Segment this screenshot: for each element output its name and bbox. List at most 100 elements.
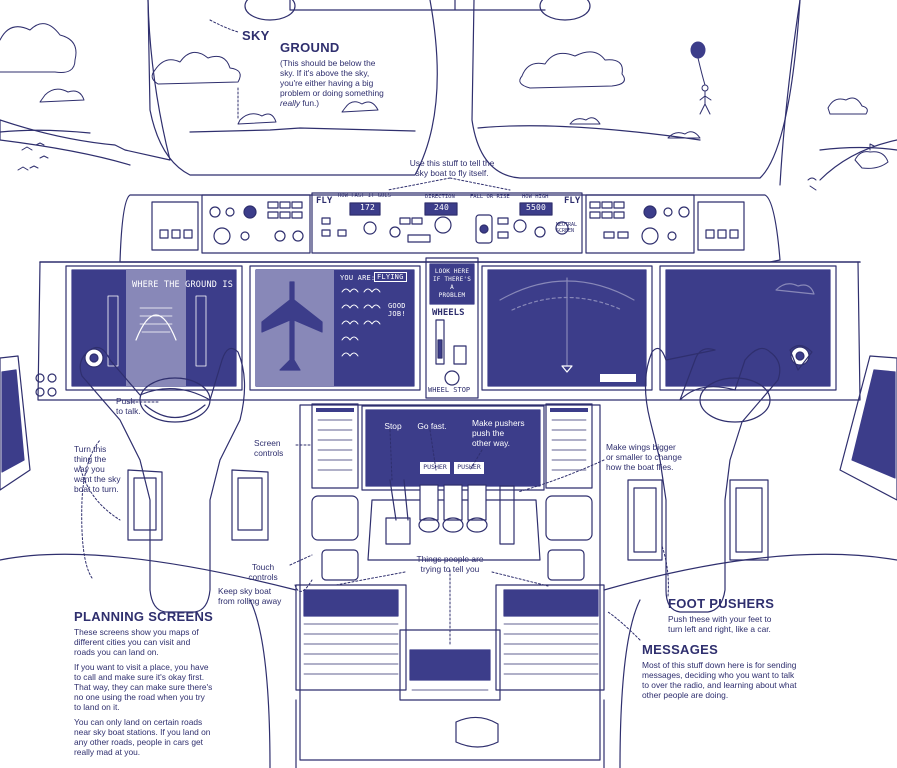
- far-right-display: [665, 269, 831, 387]
- control-display-units: [295, 584, 605, 768]
- foot-pushers-line: turn left and right, like a car.: [668, 624, 771, 634]
- how-high-value: 5500: [526, 203, 547, 212]
- messages-heading: MESSAGES: [642, 642, 719, 657]
- things-people-label: Things people are trying to tell you: [400, 554, 500, 574]
- ground-note-tail: fun.): [300, 98, 320, 108]
- clouds: [0, 23, 889, 169]
- things-people-line: trying to tell you: [420, 564, 480, 574]
- left-display-text: WHERE THE GROUND IS: [132, 280, 234, 290]
- messages-line: Most of this stuff down here is for send…: [642, 660, 797, 670]
- make-pushers-label: Make pushers push the other way.: [472, 418, 542, 448]
- warning-line: LOOK HERE: [434, 268, 470, 275]
- planning-paragraph: If you want to visit a place, you have t…: [74, 662, 264, 712]
- touch-controls-line: Touch: [251, 562, 275, 572]
- how-high-label: HOW HIGH: [522, 194, 549, 200]
- go-fast-label: Go fast.: [417, 421, 447, 431]
- how-fast-value: 172: [360, 203, 376, 212]
- ground-note-line: you're either having a big: [280, 78, 374, 88]
- planning-line: to call and make sure it's okay first.: [74, 672, 205, 682]
- screen-controls-line: controls: [254, 448, 284, 458]
- fly-right-label: FLY: [564, 196, 581, 206]
- side-consoles: [0, 553, 897, 768]
- push-to-talk-line: Push: [116, 396, 136, 406]
- keep-sky-boat-line: Keep sky boat: [218, 586, 272, 596]
- pusher-left-label: PUSHER: [423, 463, 447, 471]
- keep-sky-boat-line: from rolling away: [218, 596, 282, 606]
- right-multifunction-display: [487, 269, 647, 387]
- planning-paragraph: These screens show you maps of different…: [74, 627, 264, 657]
- turn-this-line: want the sky: [74, 474, 121, 484]
- direction-value: 240: [434, 203, 450, 212]
- autopilot-caption-line: Use this stuff to tell the: [409, 158, 495, 168]
- ground-note-line: problem or doing something: [280, 88, 384, 98]
- how-fast-label: HOW FAST IT GOES: [338, 193, 391, 199]
- foot-pushers-line: Push these with your feet to: [668, 614, 772, 624]
- warning-line: PROBLEM: [438, 292, 466, 299]
- push-to-talk-label: Push to talk.: [116, 396, 141, 416]
- touch-controls-label: Touch controls: [240, 562, 286, 582]
- stop-label: Stop: [384, 421, 402, 431]
- fall-or-rise-label: FALL OR RISE: [470, 194, 510, 200]
- nav-status: FLYING: [374, 272, 407, 282]
- turn-this-line: boat to turn.: [74, 484, 119, 494]
- foot-pushers-text: Push these with your feet to turn left a…: [668, 614, 848, 634]
- touch-controls-line: controls: [248, 572, 278, 582]
- planning-paragraph: You can only land on certain roads near …: [74, 717, 264, 757]
- turn-this-line: thing the: [74, 454, 107, 464]
- neutral-screen-label: NEUTRAL SCREEN: [556, 222, 578, 234]
- autopilot-caption-line: sky boat to fly itself.: [415, 168, 489, 178]
- turn-this-label: Turn this thing the way you want the sky…: [74, 444, 121, 494]
- ground-note-line: really fun.): [280, 98, 410, 108]
- wheels-label: WHEELS: [432, 308, 465, 318]
- overhead-controls: [244, 0, 591, 21]
- make-wings-label: Make wings bigger or smaller to change h…: [606, 442, 682, 472]
- autopilot-knobs: [159, 201, 739, 245]
- warning-text: LOOK HERE IF THERE'S A PROBLEM: [430, 268, 474, 300]
- fly-left-label: FLY: [316, 196, 333, 206]
- messages-text: Most of this stuff down here is for send…: [642, 660, 852, 700]
- center-warning-column: [429, 263, 475, 386]
- sky-label: SKY: [242, 28, 270, 43]
- push-to-talk-line: to talk.: [116, 406, 141, 416]
- side-displays: [0, 355, 897, 501]
- planning-line: different cities you can visit and: [74, 637, 191, 647]
- nav-good-job-line: GOOD: [388, 302, 406, 310]
- rudder-pedals: [127, 469, 769, 561]
- nav-you-are: YOU ARE:: [340, 274, 376, 282]
- foot-pushers-heading: FOOT PUSHERS: [668, 596, 775, 611]
- planning-line: to land on it.: [74, 702, 120, 712]
- planning-line: These screens show you maps of: [74, 627, 199, 637]
- make-pushers-line: Make pushers: [472, 418, 525, 428]
- ground-heading: GROUND: [280, 40, 340, 55]
- things-people-line: Things people are: [416, 554, 484, 564]
- left-primary-display: [71, 269, 237, 387]
- autopilot-caption: Use this stuff to tell the sky boat to f…: [382, 158, 522, 178]
- balloon-and-birds: [17, 41, 817, 191]
- pusher-right-label: PUSHER: [457, 463, 481, 471]
- make-pushers-line: other way.: [472, 438, 511, 448]
- annotation-leaders: [79, 19, 669, 647]
- planning-screens-text: These screens show you maps of different…: [74, 627, 264, 762]
- ground-note-line: (This should be below the: [280, 58, 376, 68]
- planning-line: no one using the road when you try: [74, 692, 205, 702]
- nav-good-job: GOOD JOB!: [388, 302, 406, 318]
- warning-line: IF THERE'S A: [432, 276, 472, 291]
- nav-good-job-line: JOB!: [388, 310, 406, 318]
- turn-this-line: Turn this: [74, 444, 107, 454]
- planning-line: You can only land on certain roads: [74, 717, 203, 727]
- messages-line: messages, deciding who you want to talk: [642, 670, 795, 680]
- make-wings-line: or smaller to change: [606, 452, 682, 462]
- windshield-frame: [0, 0, 897, 186]
- keep-sky-boat-label: Keep sky boat from rolling away: [218, 586, 281, 606]
- planning-screens-heading: PLANNING SCREENS: [74, 609, 214, 624]
- planning-line: near sky boat stations. If you land on: [74, 727, 211, 737]
- messages-line: other people are doing.: [642, 690, 729, 700]
- glareshield: [39, 192, 861, 263]
- ground-note: (This should be below the sky. If it's a…: [280, 58, 410, 108]
- planning-line: really mad at you.: [74, 747, 141, 757]
- planning-line: That way, they can make sure there's: [74, 682, 213, 692]
- planning-line: If you want to visit a place, you have: [74, 662, 209, 672]
- screen-controls-line: Screen: [254, 438, 281, 448]
